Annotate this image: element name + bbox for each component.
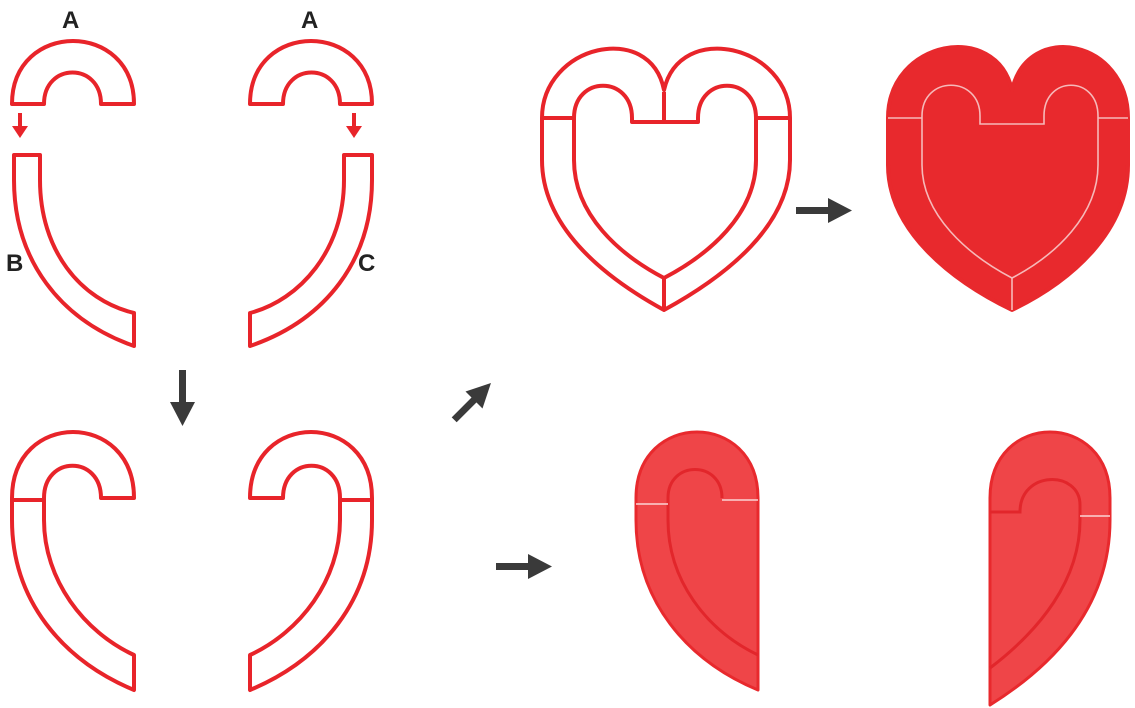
label-b: B [6,250,23,277]
step1-left-pieces: A B [6,7,134,346]
label-a-right: A [301,7,318,34]
filled-right-half [990,432,1110,705]
assembled-heart-outline [542,49,790,310]
red-down-arrow-icon [346,113,362,138]
piece-a-right [250,41,372,104]
filled-right-half-body [990,432,1110,705]
label-a-left: A [62,7,79,34]
step2-right-half [250,432,372,690]
step1-right-pieces: A C [250,7,375,346]
piece-b [14,155,134,346]
solid-heart-body [888,47,1128,310]
piece-c [250,155,372,346]
joined-left-half [12,432,134,690]
step2-left-half [12,432,134,690]
gray-right-arrow-icon [496,554,552,579]
label-c: C [358,250,375,277]
finished-solid-heart [888,47,1128,310]
piece-a-left [12,41,134,104]
red-down-arrow-icon [12,113,28,138]
gray-diagonal-arrow-icon [446,375,500,429]
gray-down-arrow-icon [170,370,195,426]
gray-right-arrow-icon [796,198,852,223]
joined-right-half [250,432,372,690]
filled-left-half [636,432,758,690]
